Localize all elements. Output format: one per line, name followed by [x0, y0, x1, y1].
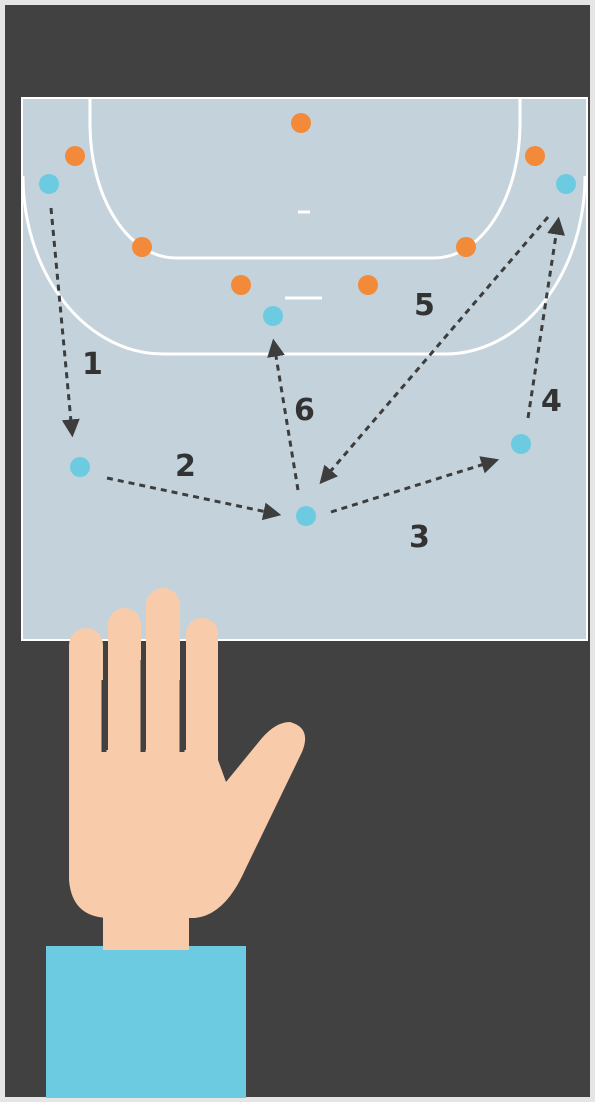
- pass-label-2: 2: [175, 449, 196, 484]
- defender-d4: [358, 275, 378, 295]
- attacker-left-back: [70, 457, 90, 477]
- attackers-layer: [39, 174, 576, 526]
- pass-arrow-2: [106, 476, 282, 521]
- defenders-layer: [65, 113, 545, 295]
- attacker-right-back: [511, 434, 531, 454]
- open-hand-icon: [46, 588, 306, 1098]
- goal-area-line: [88, 99, 522, 260]
- attacker-right-wing: [556, 174, 576, 194]
- defender-advanced: [291, 113, 311, 133]
- pass-arrow-4: [526, 216, 565, 419]
- attacker-center-back: [296, 506, 316, 526]
- court-markings: [23, 99, 586, 356]
- attacker-pivot: [263, 306, 283, 326]
- defender-d3: [231, 275, 251, 295]
- defender-d1: [65, 146, 85, 166]
- attacker-left-wing: [39, 174, 59, 194]
- pass-label-1: 1: [82, 347, 103, 382]
- pass-arrow-5: [319, 216, 550, 485]
- defender-d5: [456, 237, 476, 257]
- defender-d6: [525, 146, 545, 166]
- pass-labels: 1 2 3 4 5 6: [82, 288, 562, 555]
- pass-arrow-1: [49, 207, 80, 438]
- free-throw-line: [23, 175, 586, 356]
- pass-arrow-6: [267, 338, 300, 491]
- court: [23, 99, 586, 639]
- sleeve: [46, 946, 246, 1098]
- pass-label-6: 6: [294, 393, 315, 428]
- defender-d2: [132, 237, 152, 257]
- pass-label-3: 3: [409, 520, 430, 555]
- passes-layer: [49, 207, 565, 521]
- palm-and-thumb: [69, 722, 306, 918]
- pass-label-5: 5: [414, 288, 435, 323]
- pass-label-4: 4: [541, 384, 562, 419]
